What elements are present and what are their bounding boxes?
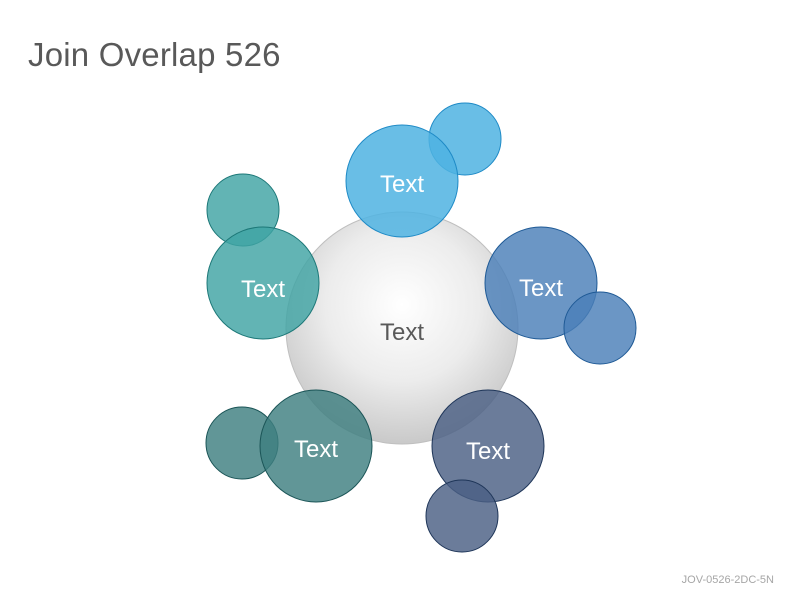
node-bottom-right: Text bbox=[425, 389, 545, 553]
center-label: Text bbox=[380, 319, 424, 346]
node-right: Text bbox=[484, 226, 637, 365]
node-bottom-right-label: Text bbox=[466, 438, 510, 465]
node-right-label: Text bbox=[519, 275, 563, 302]
slide-title: Join Overlap 526 bbox=[28, 36, 281, 73]
slide-code: JOV-0526-2DC-5N bbox=[681, 574, 774, 586]
node-right-small-circle bbox=[563, 291, 637, 365]
node-left-main-circle bbox=[206, 226, 320, 340]
node-top-main-circle bbox=[345, 124, 459, 238]
node-bottom-left-label: Text bbox=[294, 436, 338, 463]
node-bottom-left-main-circle bbox=[259, 389, 373, 503]
node-top: Text bbox=[345, 102, 502, 238]
node-left-label: Text bbox=[241, 276, 285, 303]
node-left: Text bbox=[206, 173, 320, 340]
node-top-label: Text bbox=[380, 171, 424, 198]
node-bottom-right-small-circle bbox=[425, 479, 499, 553]
node-bottom-left: Text bbox=[205, 389, 373, 503]
